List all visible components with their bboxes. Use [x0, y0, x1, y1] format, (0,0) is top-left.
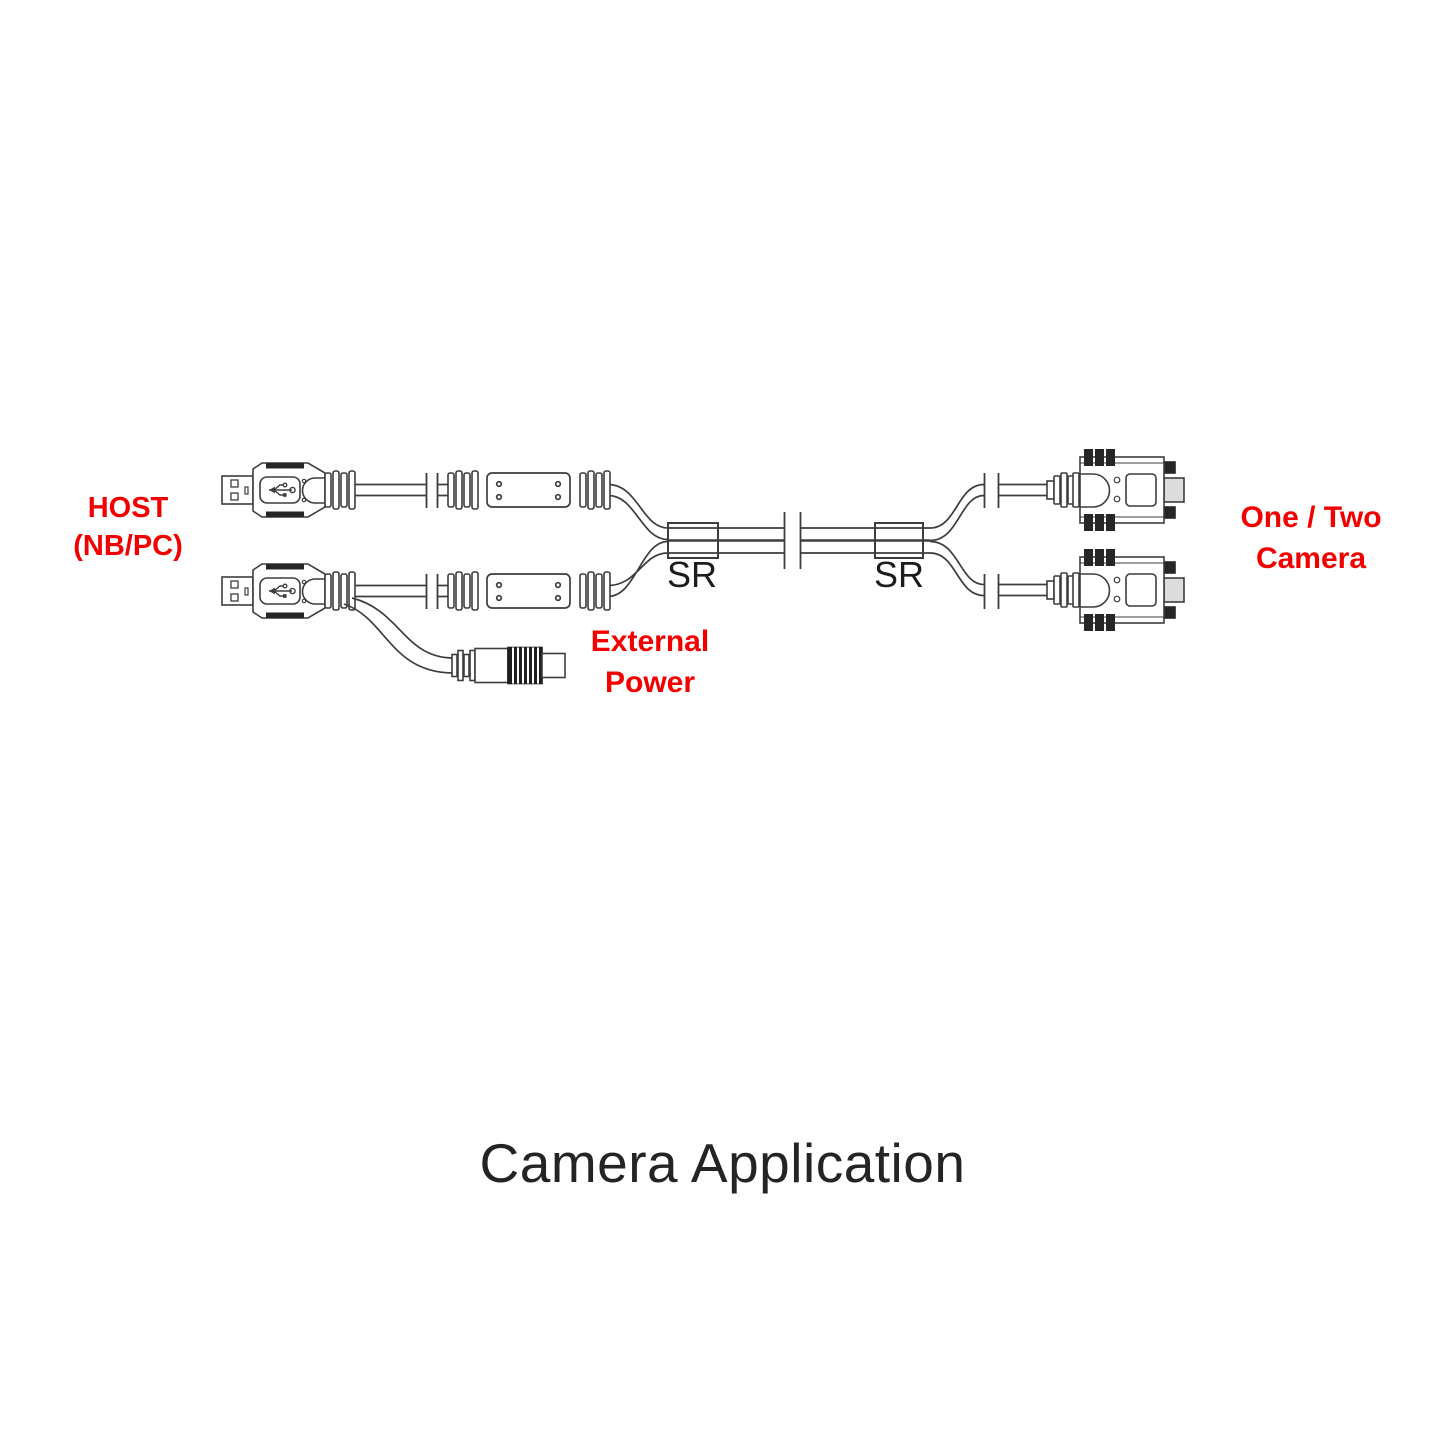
sr-label-left: SR [666, 554, 717, 595]
cable-split-bottom [929, 540, 1047, 597]
signal-module-bottom [486, 573, 571, 609]
camera-connector-bottom [1046, 548, 1185, 632]
page-title: Camera Application [479, 1132, 966, 1194]
strain-relief-ribs [579, 571, 611, 611]
trunk-cable [668, 527, 930, 554]
cable-top-branch [355, 483, 669, 541]
cable-break-mark [983, 574, 1000, 609]
power-pigtail-cable [343, 597, 453, 674]
strain-relief-ribs [324, 470, 356, 510]
camera-side-label: One / Two Camera [1240, 501, 1382, 575]
camera-connector-top [1046, 448, 1185, 532]
strain-relief-ribs [324, 571, 356, 611]
cable-break-mark [425, 473, 439, 508]
sr-label-right: SR [873, 554, 924, 595]
strain-relief-ribs [579, 470, 611, 510]
cable-break-mark [983, 473, 1000, 508]
strain-relief-box-right [874, 522, 924, 559]
cable-bottom-branch [355, 540, 669, 598]
usb-a-connector-bottom [221, 563, 326, 619]
strain-relief-box-left [667, 522, 719, 559]
external-power-label: External Power [590, 625, 710, 699]
host-label: HOST (NB/PC) [73, 492, 183, 562]
cable-break-mark [425, 574, 439, 609]
strain-relief-ribs [447, 470, 479, 510]
signal-module-top [486, 472, 571, 508]
strain-relief-ribs [447, 571, 479, 611]
cable-break-mark [783, 512, 802, 569]
cable-split-top [929, 483, 1047, 542]
